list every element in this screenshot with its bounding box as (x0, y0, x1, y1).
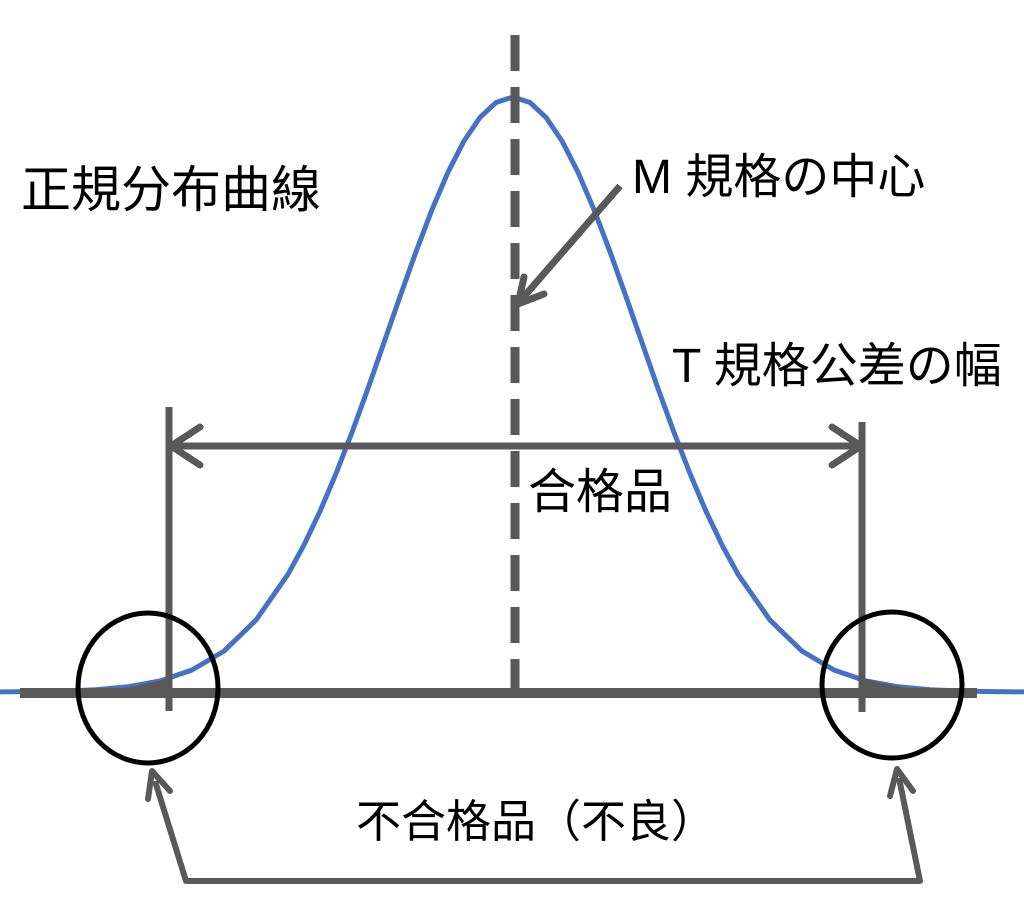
fail-label: 不合格品（不良） (356, 796, 717, 847)
pass-label: 合格品 (528, 466, 673, 519)
arrowhead-defect-left-icon (145, 768, 173, 802)
curve-label: 正規分布曲線 (21, 162, 321, 218)
left-defect-circle (75, 610, 221, 766)
center-label: M 規格の中心 (632, 151, 926, 204)
center-pointer-arrow (514, 183, 623, 308)
tolerance-double-arrow (167, 423, 865, 469)
arrowhead-defect-right-icon (887, 766, 916, 799)
right-defect-circle (819, 609, 965, 761)
arrowhead-left-icon (167, 423, 204, 469)
tolerance-label: T 規格公差の幅 (672, 340, 1002, 393)
arrowhead-center-icon (514, 273, 548, 308)
defect-bracket (145, 766, 923, 884)
arrowhead-right-icon (828, 423, 865, 469)
